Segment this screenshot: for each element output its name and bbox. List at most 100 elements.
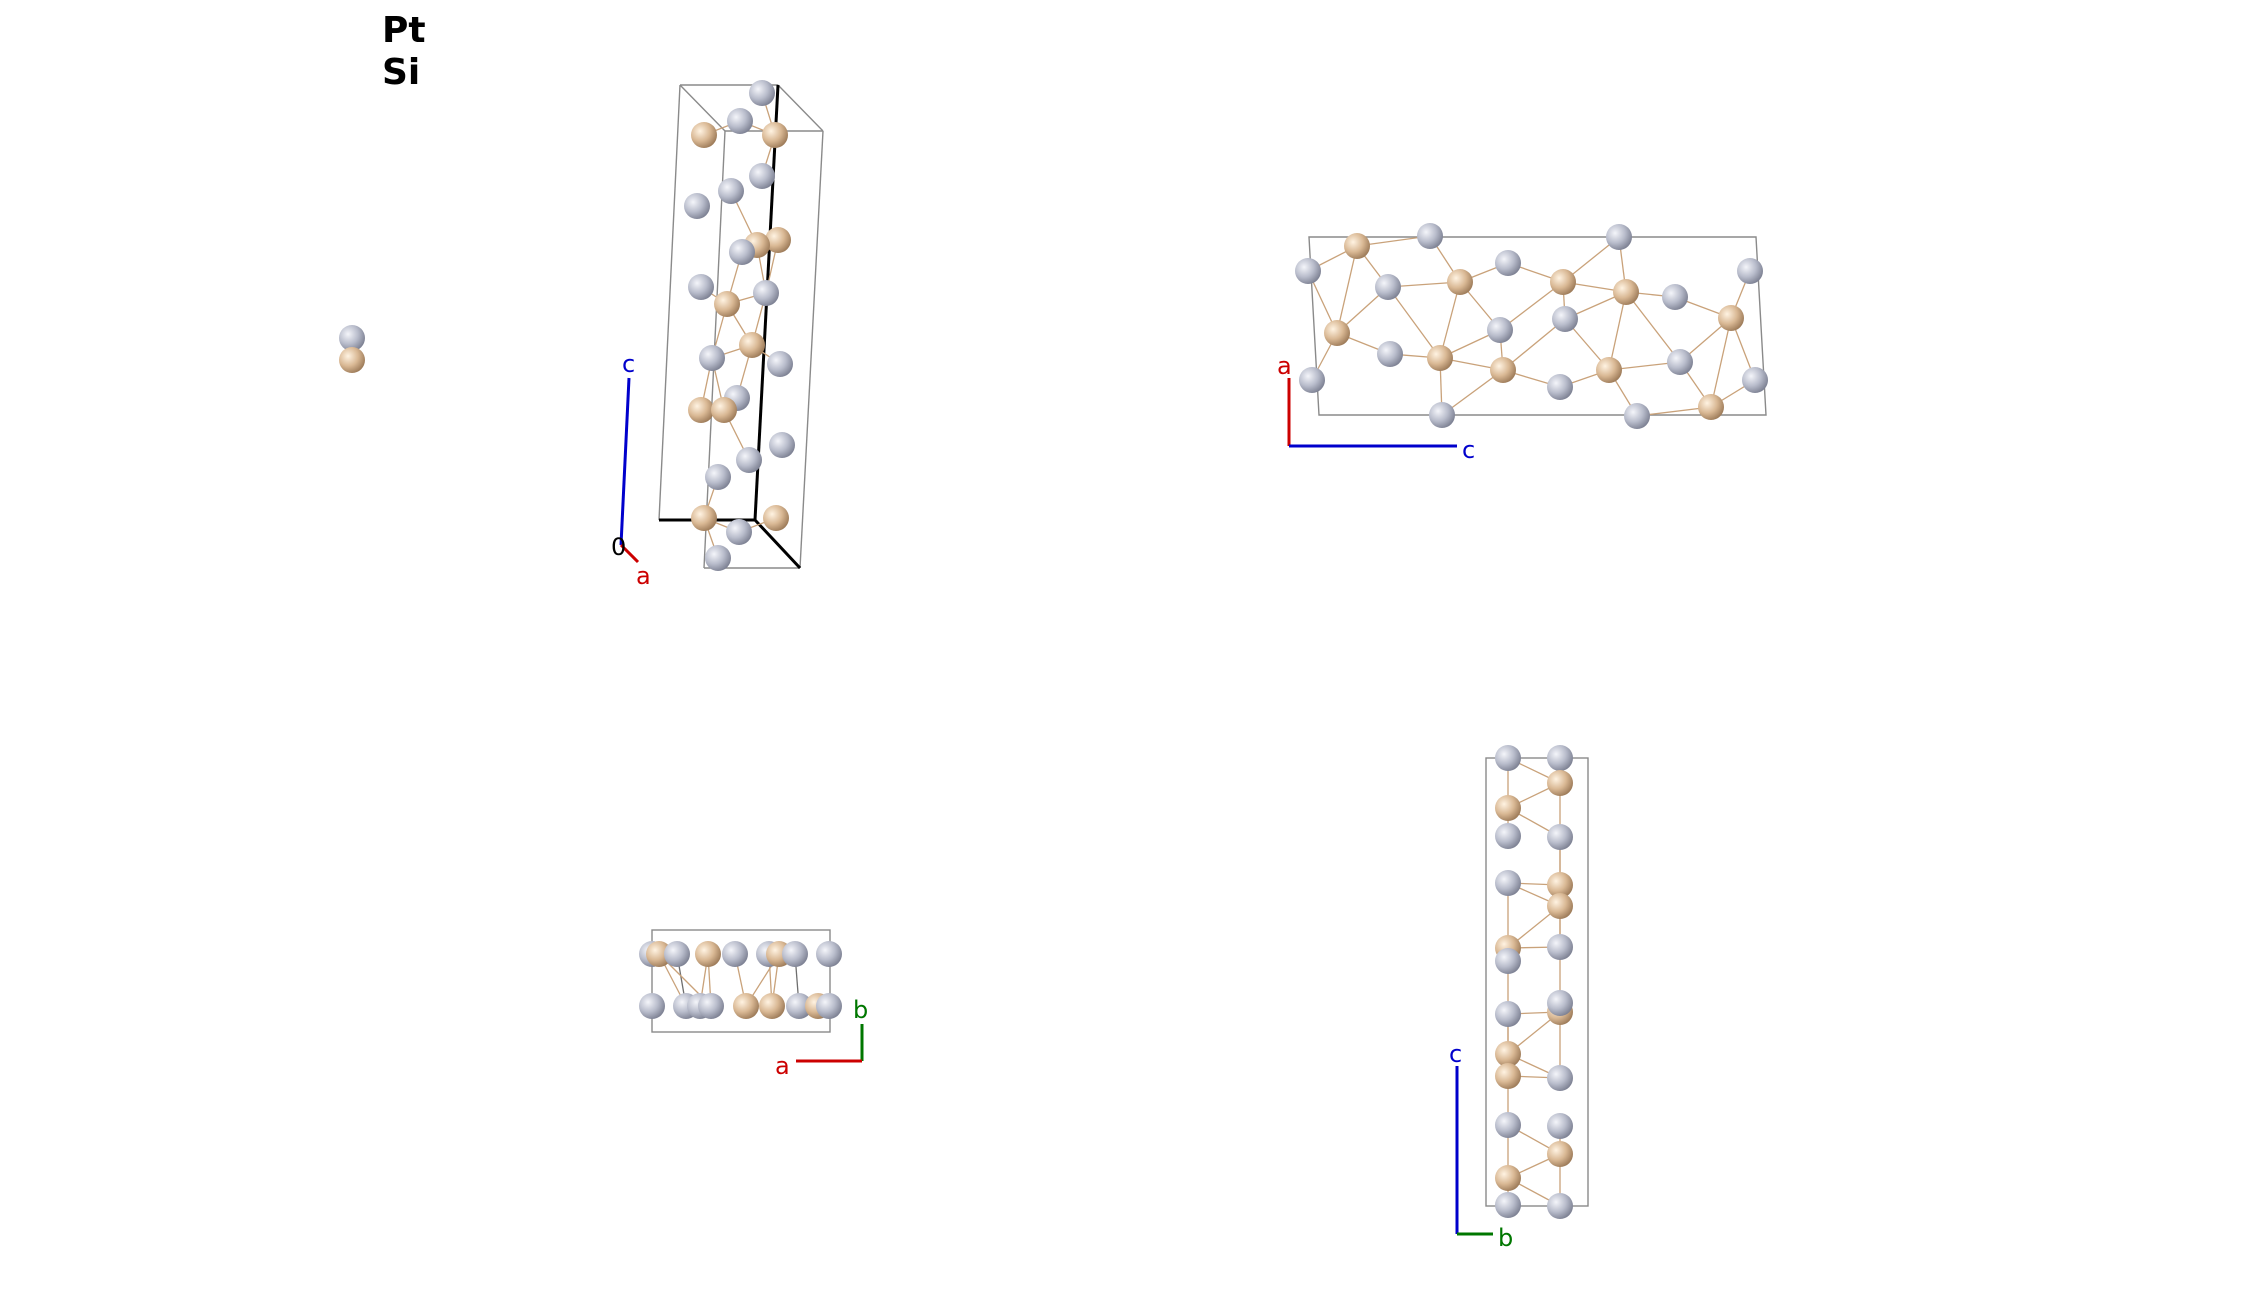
atom-si <box>1377 341 1403 367</box>
atom-pt <box>711 397 737 423</box>
atom-si <box>753 280 779 306</box>
atom-si <box>1429 402 1455 428</box>
atom-si <box>786 993 812 1019</box>
axis-label-a: a <box>636 562 651 590</box>
atoms <box>684 80 795 571</box>
axis-a-line <box>619 543 640 564</box>
atom-si <box>1742 367 1768 393</box>
atom-si <box>1375 274 1401 300</box>
atom-si <box>684 193 710 219</box>
axis-indicator: a c <box>1277 352 1475 464</box>
atom-si <box>705 464 731 490</box>
atom-si <box>1495 870 1521 896</box>
bond <box>1710 317 1732 408</box>
atom-pt <box>762 122 788 148</box>
atom-si <box>1487 317 1513 343</box>
atom-si <box>1495 823 1521 849</box>
atom-pt <box>759 993 785 1019</box>
atom-si <box>639 993 665 1019</box>
axis-indicator: c a 0 <box>611 350 651 590</box>
atom-si <box>1547 824 1573 850</box>
atom-pt <box>1547 872 1573 898</box>
unit-cell-outline <box>1485 757 1589 1207</box>
atom-pt <box>688 397 714 423</box>
axis-label-b: b <box>853 996 868 1024</box>
bonds <box>1507 757 1561 1207</box>
atom-si <box>1299 367 1325 393</box>
axis-label-b: b <box>1498 1224 1513 1252</box>
element-legend: Pt Si <box>339 10 426 373</box>
atom-si <box>1495 1112 1521 1138</box>
axis-label-c: c <box>1462 436 1475 464</box>
atom-si <box>749 80 775 106</box>
atom-si <box>705 545 731 571</box>
legend-label-si: Si <box>382 52 420 93</box>
axis-label-c: c <box>1449 1040 1462 1068</box>
axis-indicator: b a <box>775 996 868 1080</box>
atom-pt <box>1324 320 1350 346</box>
bond <box>1387 286 1441 359</box>
atom-pt <box>646 941 672 967</box>
atom-si <box>727 108 753 134</box>
view-along-b: a c <box>1277 223 1768 464</box>
atoms <box>1495 745 1573 1219</box>
atom-si <box>1552 306 1578 332</box>
view-along-c: b a <box>639 929 868 1080</box>
atom-pt <box>1427 345 1453 371</box>
atom-si <box>736 447 762 473</box>
atom-si <box>688 274 714 300</box>
axis-indicator: c b <box>1449 1040 1513 1252</box>
atom-pt <box>1547 893 1573 919</box>
atom-si <box>1662 284 1688 310</box>
atom-si <box>718 178 744 204</box>
atom-si <box>1495 250 1521 276</box>
atom-si <box>1295 258 1321 284</box>
bonds <box>1307 235 1756 417</box>
atom-pt <box>733 993 759 1019</box>
atom-pt <box>1344 233 1370 259</box>
atoms <box>1295 223 1768 429</box>
legend-atom-pt <box>339 347 365 373</box>
atom-si <box>729 239 755 265</box>
axis-c-line <box>619 377 631 546</box>
atom-si <box>767 351 793 377</box>
atom-si <box>1547 1065 1573 1091</box>
atom-si <box>1624 403 1650 429</box>
atom-pt <box>1490 357 1516 383</box>
atom-pt <box>691 505 717 531</box>
atom-pt <box>1596 357 1622 383</box>
view-along-a: c b <box>1449 745 1589 1252</box>
atom-pt <box>1495 1063 1521 1089</box>
atom-si <box>1547 990 1573 1016</box>
atom-pt <box>1547 1141 1573 1167</box>
atom-pt <box>1718 305 1744 331</box>
bond <box>1499 281 1564 331</box>
atom-si <box>1547 745 1573 771</box>
legend-label-pt: Pt <box>382 10 426 51</box>
atom-si <box>1737 258 1763 284</box>
atom-pt <box>714 291 740 317</box>
atom-si <box>749 163 775 189</box>
atom-si <box>816 941 842 967</box>
atom-pt <box>1550 269 1576 295</box>
bond <box>1439 281 1461 359</box>
axis-label-c: c <box>622 350 635 378</box>
bond <box>1608 291 1627 371</box>
atom-pt <box>695 941 721 967</box>
atom-si <box>1667 349 1693 375</box>
axis-label-a: a <box>775 1052 790 1080</box>
atom-si <box>769 432 795 458</box>
atom-si <box>1547 374 1573 400</box>
bond <box>1625 291 1681 363</box>
atom-si <box>699 345 725 371</box>
atoms <box>639 941 842 1019</box>
atom-pt <box>1547 770 1573 796</box>
axis-label-origin: 0 <box>611 533 626 561</box>
unit-cell-outline <box>651 929 831 1033</box>
atom-si <box>1495 1001 1521 1027</box>
atom-si <box>1495 745 1521 771</box>
atom-pt <box>1698 394 1724 420</box>
perspective-view: c a 0 <box>611 80 824 590</box>
atom-pt <box>739 332 765 358</box>
